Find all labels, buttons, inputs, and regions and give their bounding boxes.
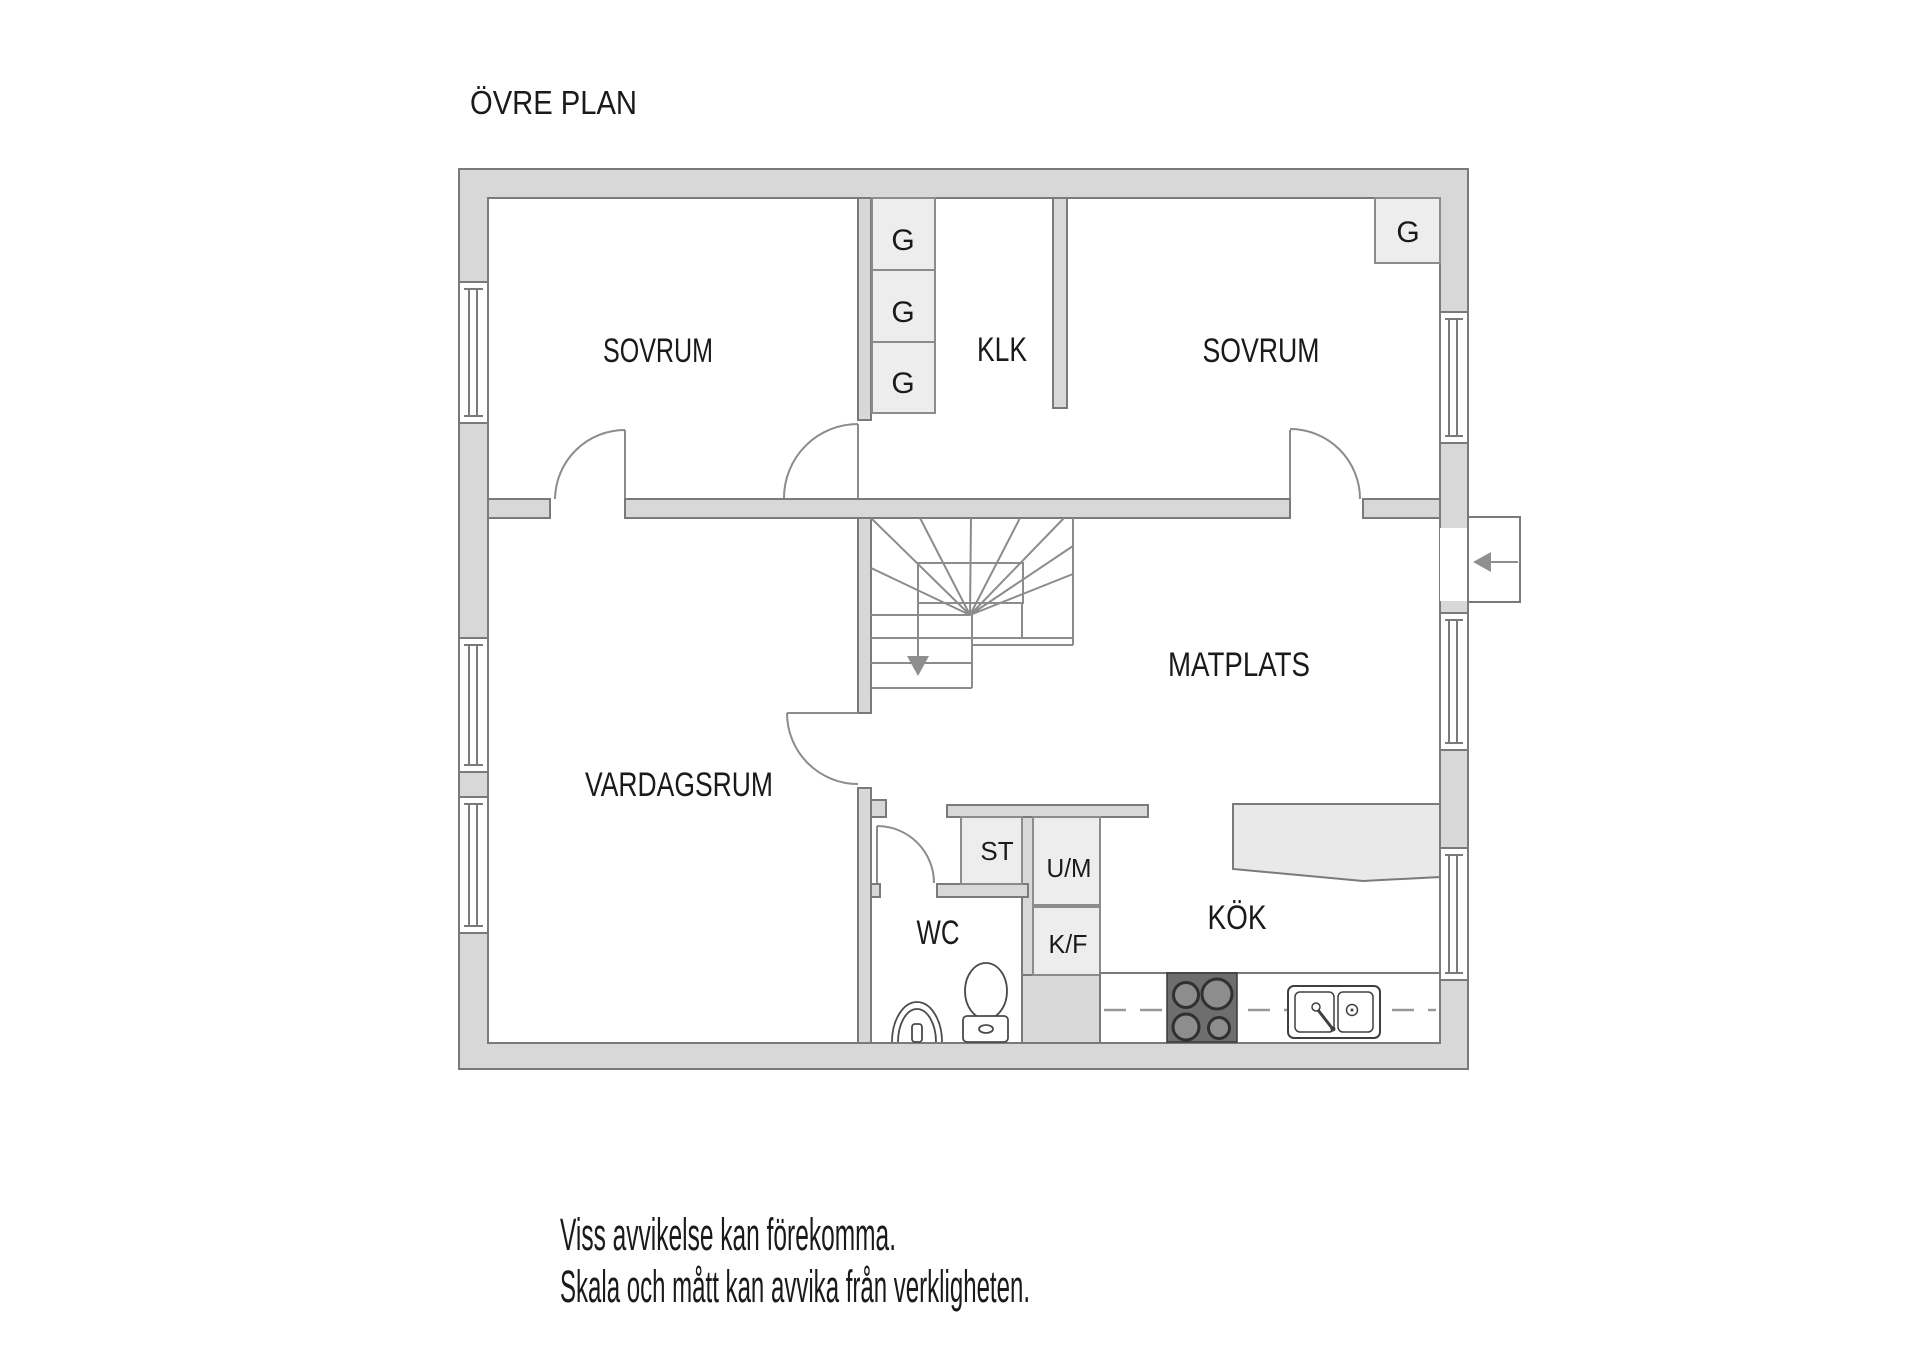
stairs-down-arrow-icon: [907, 656, 929, 676]
room-label-wc: WC: [917, 914, 960, 952]
interior-wall-h-right: [1362, 498, 1441, 519]
staircase: [870, 517, 1074, 689]
window-left-1: [458, 281, 489, 424]
room-label-vardagsrum: VARDAGSRUM: [585, 766, 773, 804]
interior-wall-h-mid: [624, 498, 1291, 519]
room-label-matplats: MATPLATS: [1168, 646, 1310, 684]
disclaimer-line-1: Viss avvikelse kan förekomma.: [560, 1209, 896, 1260]
disclaimer-line-2: Skala och mått kan avvika från verklighe…: [560, 1261, 1030, 1312]
interior-walls: [487, 197, 1441, 1044]
closet-g-column: [871, 197, 936, 414]
room-label-klk: KLK: [977, 331, 1027, 369]
window-left-2: [458, 637, 489, 773]
wall-kitchen-filler: [1021, 974, 1101, 1044]
door-klk: [783, 423, 859, 499]
wall-hall-top: [946, 804, 1149, 818]
window-left-3: [458, 796, 489, 934]
wall-vardagsrum-hall: [857, 787, 872, 1044]
entry-landing: [1467, 516, 1521, 603]
label-g-2: G: [891, 296, 914, 329]
label-g-bedroom2: G: [1396, 216, 1419, 249]
sink: [1287, 985, 1381, 1039]
window-right-1: [1439, 311, 1469, 444]
label-g-1: G: [891, 224, 914, 257]
wall-wc-top-right: [936, 883, 1029, 898]
wall-sovrum-klk: [857, 197, 872, 421]
stove-burner-4: [1207, 1016, 1231, 1040]
wc-washbasin: [891, 1001, 943, 1043]
room-label-sovrum-right: SOVRUM: [1203, 332, 1320, 370]
closet-g-3: [871, 341, 936, 414]
exterior-walls: [458, 168, 1469, 1070]
cabinet-st: [960, 816, 1023, 885]
label-st: ST: [980, 836, 1013, 866]
label-g-3: G: [891, 367, 914, 400]
plan-title: ÖVRE PLAN: [470, 84, 637, 121]
kitchen-counter: [1099, 972, 1441, 1044]
window-right-3: [1439, 847, 1469, 981]
entry-opening: [1440, 528, 1468, 601]
closet-g-bedroom2: [1374, 197, 1441, 264]
interior-wall-h-left: [487, 498, 551, 519]
stove-burner-3: [1171, 1012, 1201, 1042]
label-kf: K/F: [1049, 929, 1088, 959]
wall-stairs-left: [857, 517, 872, 714]
door-wc: [876, 825, 935, 884]
stove: [1166, 972, 1238, 1043]
kitchen-peninsula: [1232, 803, 1441, 883]
wall-wc-top-stub: [870, 799, 887, 818]
door-sovrum-right: [1289, 428, 1361, 500]
stove-burner-2: [1200, 977, 1234, 1011]
stove-burner-1: [1172, 981, 1200, 1009]
room-label-kok: KÖK: [1208, 899, 1267, 937]
closet-g-2: [871, 269, 936, 343]
closet-g-1: [871, 197, 936, 271]
wall-wc-hinge-stub: [870, 883, 881, 898]
wall-klk-sovrum2: [1052, 197, 1068, 409]
wc-toilet: [962, 962, 1009, 1043]
window-right-2: [1439, 612, 1469, 751]
room-label-sovrum-left: SOVRUM: [603, 332, 713, 370]
appliance-kf: [1032, 906, 1101, 976]
door-sovrum-left: [554, 429, 626, 500]
entry-arrow-icon: [1473, 552, 1491, 572]
label-um: U/M: [1047, 853, 1092, 883]
door-hall-vardagsrum: [786, 712, 859, 785]
appliance-um: [1032, 816, 1101, 906]
